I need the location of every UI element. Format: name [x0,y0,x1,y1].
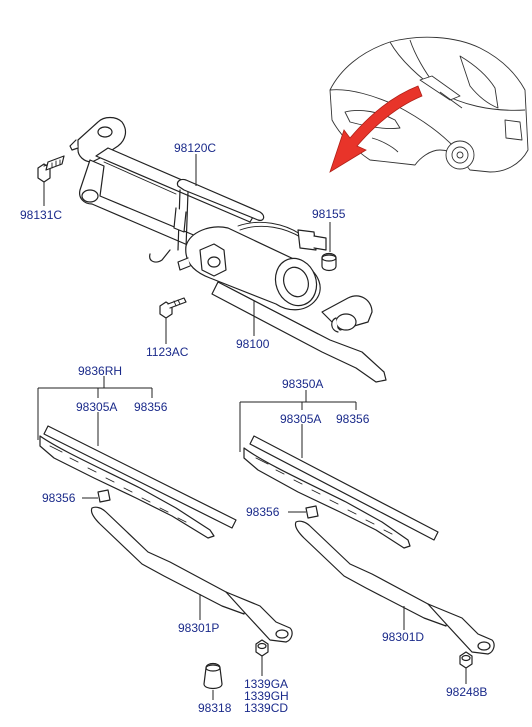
label-98301d: 98301D [382,630,424,644]
wiper-linkage-assembly [69,116,387,383]
right-wiper-blade [243,435,439,549]
label-98248b: 98248B [446,685,487,699]
label-98131c: 98131C [20,208,62,222]
label-98305a-right: 98305A [280,412,321,426]
cap-98318 [203,662,223,690]
label-1339ga: 1339GA [244,677,288,691]
bolt-98131c [37,155,65,183]
nut-1339ga [255,639,269,657]
left-wiper-blade [39,425,237,539]
nut-98248b [459,651,473,669]
label-98120c: 98120C [174,141,216,155]
label-98350a: 98350A [282,377,323,391]
label-98356-right-top: 98356 [336,412,370,426]
label-98318: 98318 [198,701,232,715]
label-98155: 98155 [312,207,346,221]
label-98356-right-side: 98356 [246,505,280,519]
leader-lines [37,154,467,700]
left-wiper-arm [90,506,293,643]
label-98356-left-top: 98356 [134,400,168,414]
label-9836rh: 9836RH [78,364,122,378]
car-illustration [329,36,529,173]
label-1339gh: 1339GH [244,689,289,703]
label-98356-left-side: 98356 [42,491,76,505]
right-wiper-arm [294,520,495,655]
label-98301p: 98301P [178,621,219,635]
direction-arrow [329,85,423,173]
label-1123ac: 1123AC [146,345,189,359]
label-1339cd: 1339CD [244,701,288,715]
bolt-1123ac [159,297,187,319]
part-labels: 98120C 98131C 98155 1123AC 98100 9836RH … [20,141,487,715]
label-98305a-left: 98305A [76,400,117,414]
grommet-98155 [321,252,337,272]
label-98100: 98100 [236,337,270,351]
